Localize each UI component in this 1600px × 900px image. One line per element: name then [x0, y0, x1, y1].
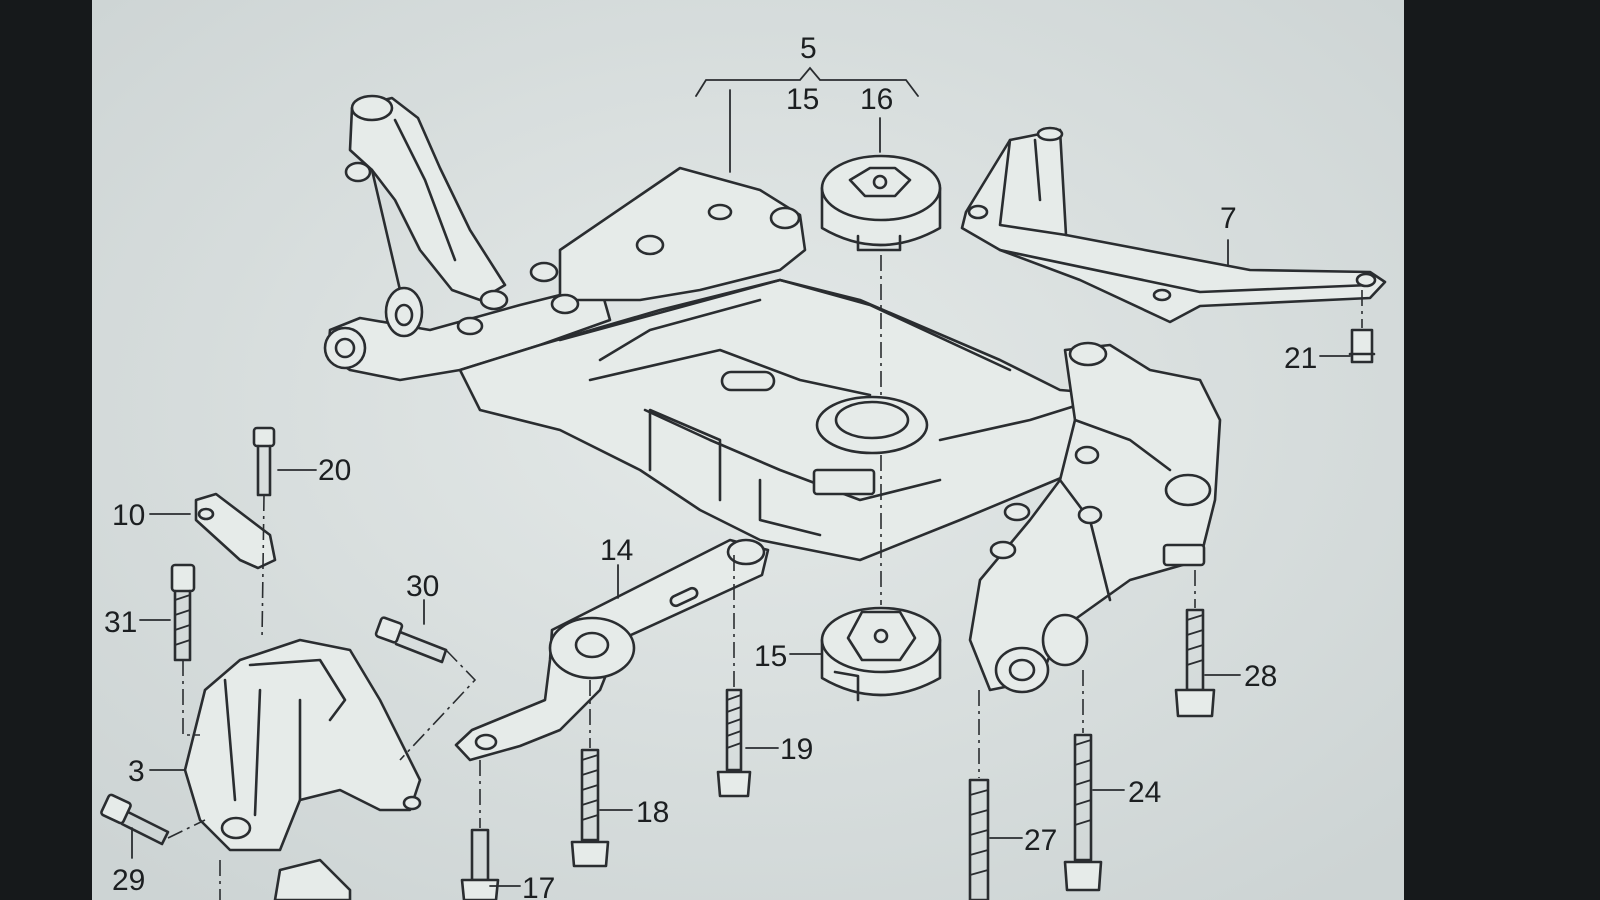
- callout-21: 21: [1284, 342, 1317, 375]
- callout-7: 7: [1220, 202, 1237, 235]
- leader-lines: [131, 66, 1351, 887]
- callout-15-top: 15: [786, 83, 819, 116]
- callout-20: 20: [318, 454, 351, 487]
- callout-28: 28: [1244, 660, 1277, 693]
- subframe-part: [323, 94, 1222, 694]
- bushing-16-part: [820, 154, 942, 252]
- callout-17: 17: [522, 872, 555, 900]
- callout-18: 18: [636, 796, 669, 829]
- bolt-30: [374, 616, 448, 664]
- callout-3: 3: [128, 755, 145, 788]
- callout-5: 5: [800, 32, 817, 65]
- assembly-axis-lines: [167, 255, 1363, 900]
- callout-labels: 5 15 16 7 21 20 10 31 30 14 15 3 29 19 1…: [104, 32, 1317, 900]
- callout-15-bottom: 15: [754, 640, 787, 673]
- bushing-15-part: [820, 606, 942, 702]
- bolt-21: [1348, 328, 1376, 364]
- callout-16: 16: [860, 83, 893, 116]
- callout-14: 14: [600, 534, 633, 567]
- bolt-threads: [174, 594, 1204, 876]
- bolt-28: [1174, 608, 1216, 718]
- bolt-24: [1063, 733, 1103, 892]
- callout-29: 29: [112, 864, 145, 897]
- engine-mount-part: [183, 638, 422, 900]
- screen-bezel-right: [1404, 0, 1600, 900]
- bolt-18: [570, 748, 610, 868]
- bolt-19: [716, 688, 752, 798]
- callout-27: 27: [1024, 824, 1057, 857]
- callout-24: 24: [1128, 776, 1161, 809]
- callout-30: 30: [406, 570, 439, 603]
- bolt-29: [100, 793, 170, 846]
- reinforcement-plate-part: [960, 126, 1387, 324]
- bolt-17: [460, 828, 500, 900]
- pendulum-support-part: [454, 538, 770, 762]
- callout-19: 19: [780, 733, 813, 766]
- callout-10: 10: [112, 499, 145, 532]
- bracket-10-part: [194, 492, 277, 570]
- callout-31: 31: [104, 606, 137, 639]
- bolt-27: [968, 778, 990, 900]
